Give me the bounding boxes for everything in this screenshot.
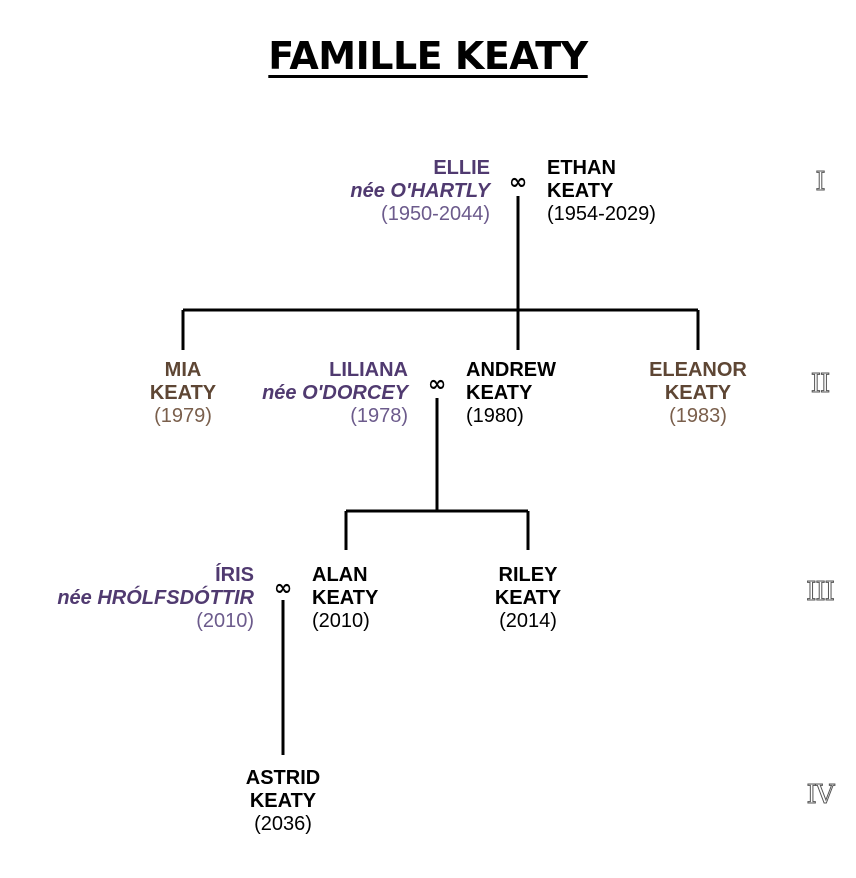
person-name: ÍRIS (215, 564, 254, 586)
person-iris: ÍRIS née HRÓLFSDÓTTIR (2010) (20, 564, 254, 633)
person-alan: ALAN KEATY (2010) (312, 564, 422, 633)
life-dates: (1978) (350, 405, 408, 427)
first-name: MIA (164, 359, 202, 381)
person-astrid: ASTRID KEATY (2036) (223, 767, 343, 836)
generation-label-1: I (815, 167, 826, 198)
life-dates: (1954-2029) (547, 203, 656, 225)
last-name: KEATY (466, 382, 533, 404)
person-ellie: ELLIE née O'HARTLY (1950-2044) (300, 157, 490, 226)
last-name: KEATY (149, 382, 217, 404)
person-name: ELLIE (433, 157, 490, 179)
last-name: KEATY (547, 180, 614, 202)
generation-label-2: II (810, 369, 830, 400)
life-dates: (2014) (499, 610, 557, 632)
person-mia: MIA KEATY (1979) (123, 359, 243, 428)
life-dates: (1983) (669, 405, 727, 427)
last-name: KEATY (249, 790, 317, 812)
life-dates: (1979) (154, 405, 212, 427)
life-dates: (1950-2044) (381, 203, 490, 225)
person-name: LILIANA (329, 359, 408, 381)
life-dates: (2010) (312, 610, 370, 632)
person-andrew: ANDREW KEATY (1980) (466, 359, 596, 428)
person-liliana: LILIANA née O'DORCEY (1978) (218, 359, 408, 428)
person-riley: RILEY KEATY (2014) (473, 564, 583, 633)
marriage-symbol: ∞ (273, 576, 293, 601)
first-name: ETHAN (547, 157, 616, 179)
last-name: KEATY (664, 382, 732, 404)
generation-label-3: III (806, 577, 836, 608)
person-ethan: ETHAN KEATY (1954-2029) (547, 157, 707, 226)
first-name: ELEANOR (649, 359, 747, 381)
marriage-symbol: ∞ (427, 372, 447, 397)
marriage-symbol: ∞ (508, 170, 528, 195)
life-dates: (2010) (196, 610, 254, 632)
generation-label-4: IV (806, 780, 835, 811)
first-name: ANDREW (466, 359, 556, 381)
page-title: FAMILLE KEATY (268, 34, 588, 78)
last-name: KEATY (494, 587, 562, 609)
life-dates: (2036) (254, 813, 312, 835)
maiden-name: née O'HARTLY (350, 180, 490, 202)
person-eleanor: ELEANOR KEATY (1983) (628, 359, 768, 428)
maiden-name: née O'DORCEY (262, 382, 408, 404)
first-name: RILEY (498, 564, 558, 586)
life-dates: (1980) (466, 405, 524, 427)
first-name: ASTRID (245, 767, 321, 789)
first-name: ALAN (312, 564, 368, 586)
last-name: KEATY (312, 587, 379, 609)
maiden-name: née HRÓLFSDÓTTIR (57, 587, 254, 609)
